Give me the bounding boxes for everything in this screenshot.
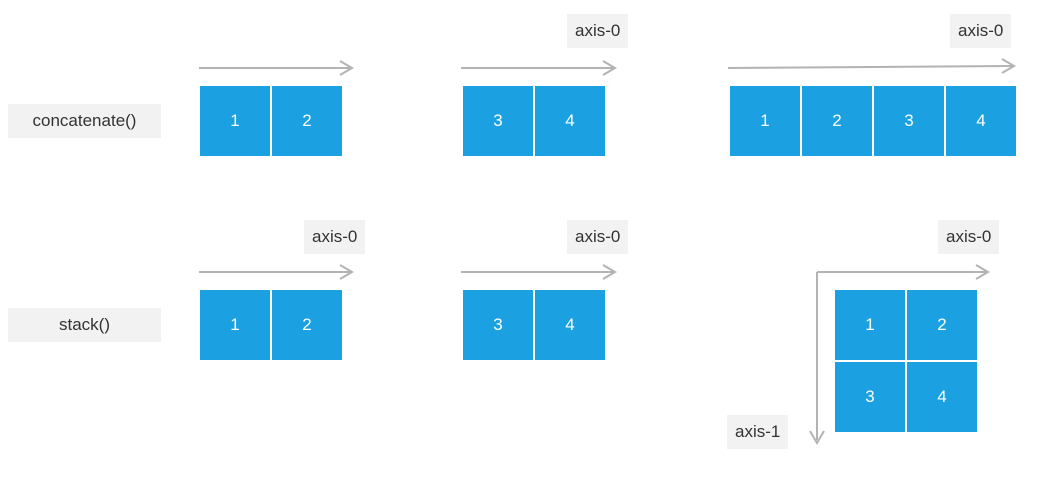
array-cell: 1 — [200, 86, 270, 156]
axis-label-concat-b: axis-0 — [567, 14, 629, 48]
concat-result-arrow — [727, 65, 1013, 69]
array-cell: 3 — [463, 290, 533, 360]
stack-label: stack() — [8, 308, 161, 342]
array-cell: 4 — [535, 290, 605, 360]
array-cell: 2 — [907, 290, 977, 360]
array-cell: 3 — [874, 86, 944, 156]
array-cell: 4 — [535, 86, 605, 156]
array-cell: 1 — [835, 290, 905, 360]
axis-label-stack-result-v: axis-1 — [727, 415, 789, 449]
axis-label-stack-result-h: axis-0 — [938, 220, 1000, 254]
array-cell: 3 — [463, 86, 533, 156]
array-cell: 2 — [272, 290, 342, 360]
array-cell: 4 — [907, 362, 977, 432]
axis-label-stack-b: axis-0 — [567, 220, 629, 254]
array-cell: 1 — [200, 290, 270, 360]
concatenate-label: concatenate() — [8, 104, 161, 138]
array-cell: 2 — [802, 86, 872, 156]
axis-label-stack-a: axis-0 — [304, 220, 366, 254]
array-cell: 4 — [946, 86, 1016, 156]
array-cell: 1 — [730, 86, 800, 156]
axis-label-concat-result: axis-0 — [950, 14, 1012, 48]
array-cell: 3 — [835, 362, 905, 432]
array-cell: 2 — [272, 86, 342, 156]
